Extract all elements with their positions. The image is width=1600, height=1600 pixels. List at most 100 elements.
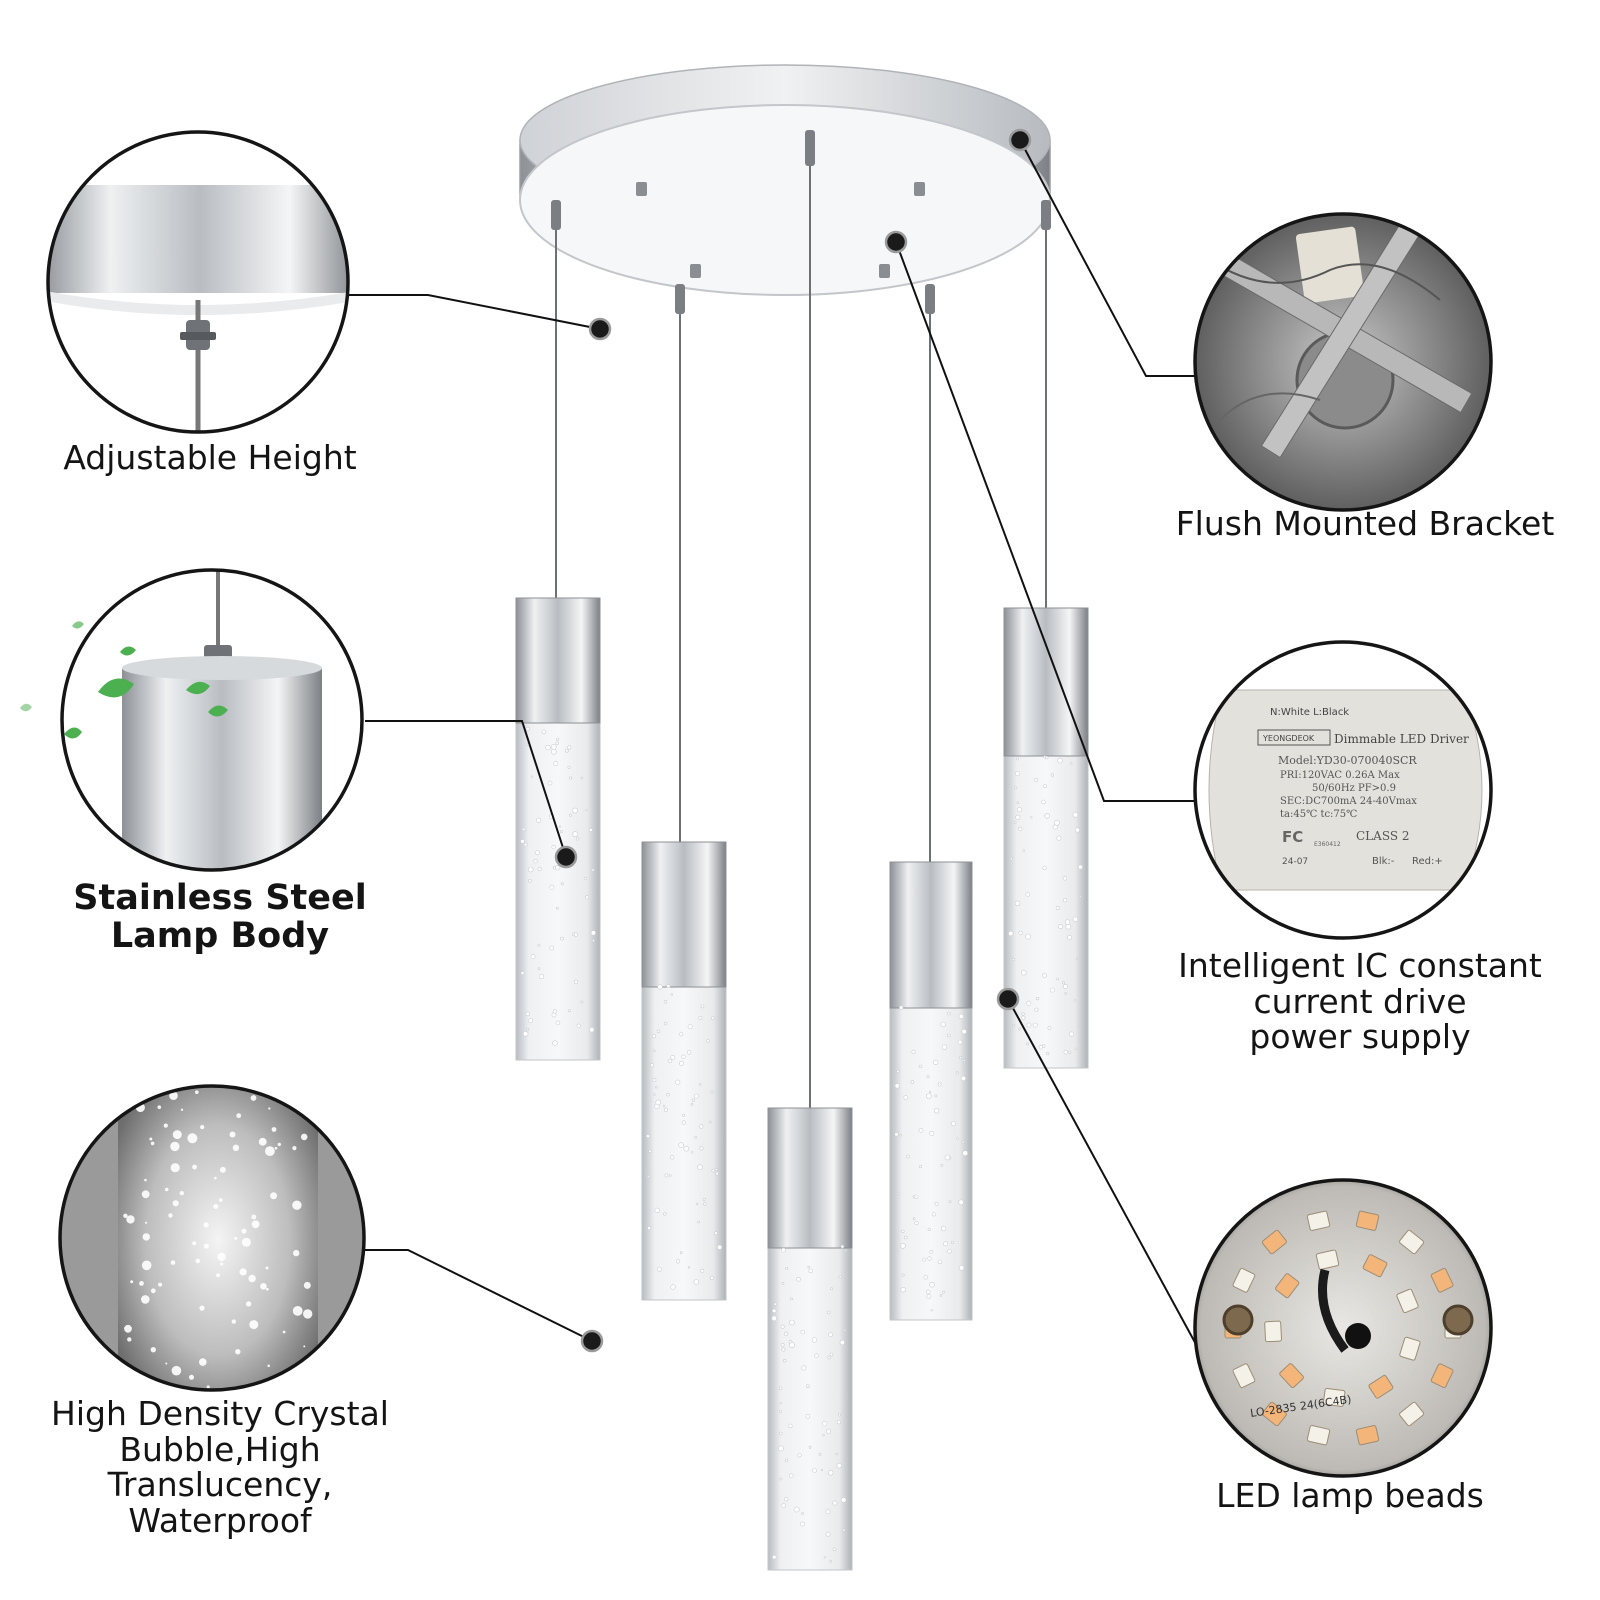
crystal-bubble: [1079, 895, 1082, 898]
crystal-bubble: [931, 1212, 937, 1217]
crystal-bubble: [251, 1220, 260, 1229]
crystal-bubble: [947, 1011, 951, 1016]
crystal-bubble: [1050, 773, 1054, 777]
crystal-bubble: [899, 1005, 904, 1010]
crystal-bubble: [1032, 1022, 1038, 1028]
crystal-bubble: [195, 1090, 199, 1094]
crystal-bubble: [912, 1195, 916, 1199]
crystal-bubble: [553, 760, 559, 766]
crystal-bubble: [827, 1355, 831, 1360]
crystal-bubble: [1018, 826, 1023, 831]
crystal-bubble: [789, 1342, 795, 1348]
crystal-bubble: [170, 1163, 180, 1173]
crystal-bubble: [572, 831, 579, 837]
crystal-bubble: [1062, 981, 1066, 985]
crystal-bubble: [939, 1294, 943, 1297]
driver-class-text: CLASS 2: [1356, 829, 1410, 843]
crystal-bubble: [1063, 1049, 1069, 1055]
crystal-bubble: [900, 1243, 906, 1249]
crystal-bubble: [822, 1421, 828, 1427]
led-chip: [1315, 1249, 1340, 1270]
crystal-bubble: [961, 1140, 965, 1144]
crystal-bubble: [832, 1500, 838, 1506]
crystal-bubble: [213, 1204, 219, 1209]
leaf-icon: [20, 703, 32, 712]
led-chip: [1275, 1273, 1300, 1299]
crystal-bubble: [300, 1133, 308, 1141]
crystal-bubble: [675, 1259, 681, 1264]
crystal-bubble: [1056, 835, 1062, 841]
crystal-bubble: [526, 1028, 530, 1032]
crystal-bubble: [663, 1107, 668, 1112]
crystal-bubble: [912, 1217, 916, 1220]
crystal-bubble: [567, 765, 571, 769]
crystal-bubble: [828, 1470, 834, 1476]
crystal-bubble: [717, 1244, 723, 1250]
crystal-bubble: [203, 1222, 209, 1228]
crystal-bubble: [801, 1512, 804, 1515]
led-chip: [1232, 1267, 1256, 1293]
crystal-bubble: [530, 775, 533, 778]
crystal-bubble: [292, 1146, 297, 1151]
crystal-bubble: [525, 726, 531, 732]
crystal-bubble: [569, 776, 573, 780]
crystal-bubble: [127, 1337, 132, 1342]
crystal-bubble: [830, 1287, 833, 1290]
ceiling-canopy: [519, 64, 1051, 296]
crystal-bubble: [274, 1146, 278, 1150]
crystal-bubble: [697, 1164, 703, 1170]
crystal-bubble: [808, 1268, 813, 1274]
crystal-bubble: [840, 1497, 847, 1503]
crystal-bubble: [130, 1280, 134, 1284]
crystal-bubble: [1011, 958, 1015, 962]
crystal-bubble: [778, 1445, 784, 1452]
crystal-bubble: [170, 1141, 180, 1152]
crystal-bubble: [955, 1071, 959, 1075]
crystal-bubble: [779, 1431, 783, 1436]
label-led-lamp-beads: LED lamp beads: [1216, 1476, 1484, 1515]
crystal-bubble: [781, 1282, 785, 1285]
crystal-bubble: [220, 1262, 224, 1266]
crystal-bubble: [1067, 935, 1072, 940]
crystal-bubble: [669, 1174, 672, 1177]
crystal-bubble: [836, 1420, 841, 1425]
leaf-icon: [98, 678, 134, 698]
crystal-bubbles: [520, 726, 1083, 1563]
crystal-bubble: [520, 839, 525, 844]
crystal-bubble: [1063, 898, 1068, 903]
crystal-bubble: [895, 1248, 899, 1251]
led-chip: [1306, 1210, 1331, 1231]
crystal-bubble: [1025, 933, 1032, 940]
crystal-bubble: [947, 1248, 952, 1254]
crystal-bubble: [778, 1386, 783, 1391]
crystal-bubble: [1064, 992, 1067, 995]
crystal-bubble: [825, 1509, 831, 1514]
crystal-bubble: [687, 1024, 693, 1029]
crystal-bubble: [527, 866, 534, 873]
crystal-bubble: [127, 1095, 137, 1106]
crystal-bubble: [842, 1528, 846, 1532]
crystal-bubble: [585, 808, 588, 811]
crystal-bubble: [944, 1154, 951, 1161]
crystal-bubble: [1063, 984, 1068, 989]
crystal-bubble: [790, 1297, 793, 1301]
crystal-bubble: [926, 1075, 930, 1079]
crystal-bubble: [835, 1452, 838, 1456]
crystal-bubble: [1072, 916, 1078, 922]
crystal-bubble: [149, 1137, 153, 1141]
crystal-bubble: [236, 1113, 242, 1119]
crystal-bubble: [714, 1168, 718, 1171]
crystal-bubble: [699, 1146, 704, 1151]
crystal-bubble: [139, 1281, 144, 1286]
crystal-bubble: [914, 1220, 919, 1226]
driver-pri-text: PRI:120VAC 0.26A Max: [1280, 770, 1400, 781]
crystal-bubble: [681, 1054, 686, 1060]
crystal-bubble: [157, 1105, 162, 1109]
crystal-bubble: [1058, 924, 1063, 929]
crystal-bubble: [960, 1075, 967, 1082]
crystal-bubble: [700, 1268, 705, 1273]
crystal-bubble: [670, 993, 673, 996]
crystal-bubble: [533, 859, 538, 864]
detail-circle-led-beads: LO-2835 24(6C4B): [1193, 1178, 1493, 1478]
crystal-bubble: [793, 1506, 800, 1513]
